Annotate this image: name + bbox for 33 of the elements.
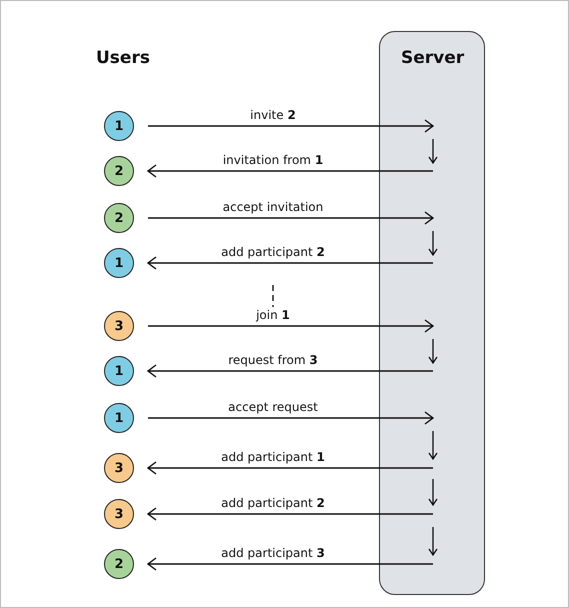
arrow: [147, 461, 433, 475]
arrow: [148, 411, 434, 425]
user-circle: 1: [104, 403, 134, 433]
user-circle: 3: [104, 453, 134, 483]
arrow: [147, 557, 433, 571]
column-title: Users: [96, 48, 150, 68]
user-circle: 2: [104, 549, 134, 579]
lane-title: Server: [401, 48, 464, 68]
edge-label: request from 3: [228, 353, 318, 367]
arrow: [147, 364, 433, 378]
edge-label: invite 2: [250, 108, 296, 122]
user-circle: 1: [104, 111, 134, 141]
arrow: [147, 507, 433, 521]
edge-label: join 1: [256, 308, 290, 322]
user-circle: 3: [104, 311, 134, 341]
arrow: [147, 256, 433, 270]
user-circle: 1: [104, 356, 134, 386]
arrow: [147, 164, 433, 178]
edge-label: accept invitation: [222, 200, 324, 214]
user-circle: 1: [104, 248, 134, 278]
edge-label: add participant 2: [221, 496, 325, 510]
user-circle: 3: [104, 499, 134, 529]
user-circle: 2: [104, 156, 134, 186]
arrow: [148, 211, 434, 225]
edge-label: add participant 3: [221, 546, 325, 560]
arrow: [148, 319, 434, 333]
edge-label: add participant 2: [221, 245, 325, 259]
edge-label: add participant 1: [221, 450, 325, 464]
edge-label: accept request: [228, 400, 318, 414]
user-circle: 2: [104, 203, 134, 233]
edge-label: invitation from 1: [222, 153, 324, 167]
server-lane: [379, 31, 485, 595]
arrow: [148, 119, 434, 133]
